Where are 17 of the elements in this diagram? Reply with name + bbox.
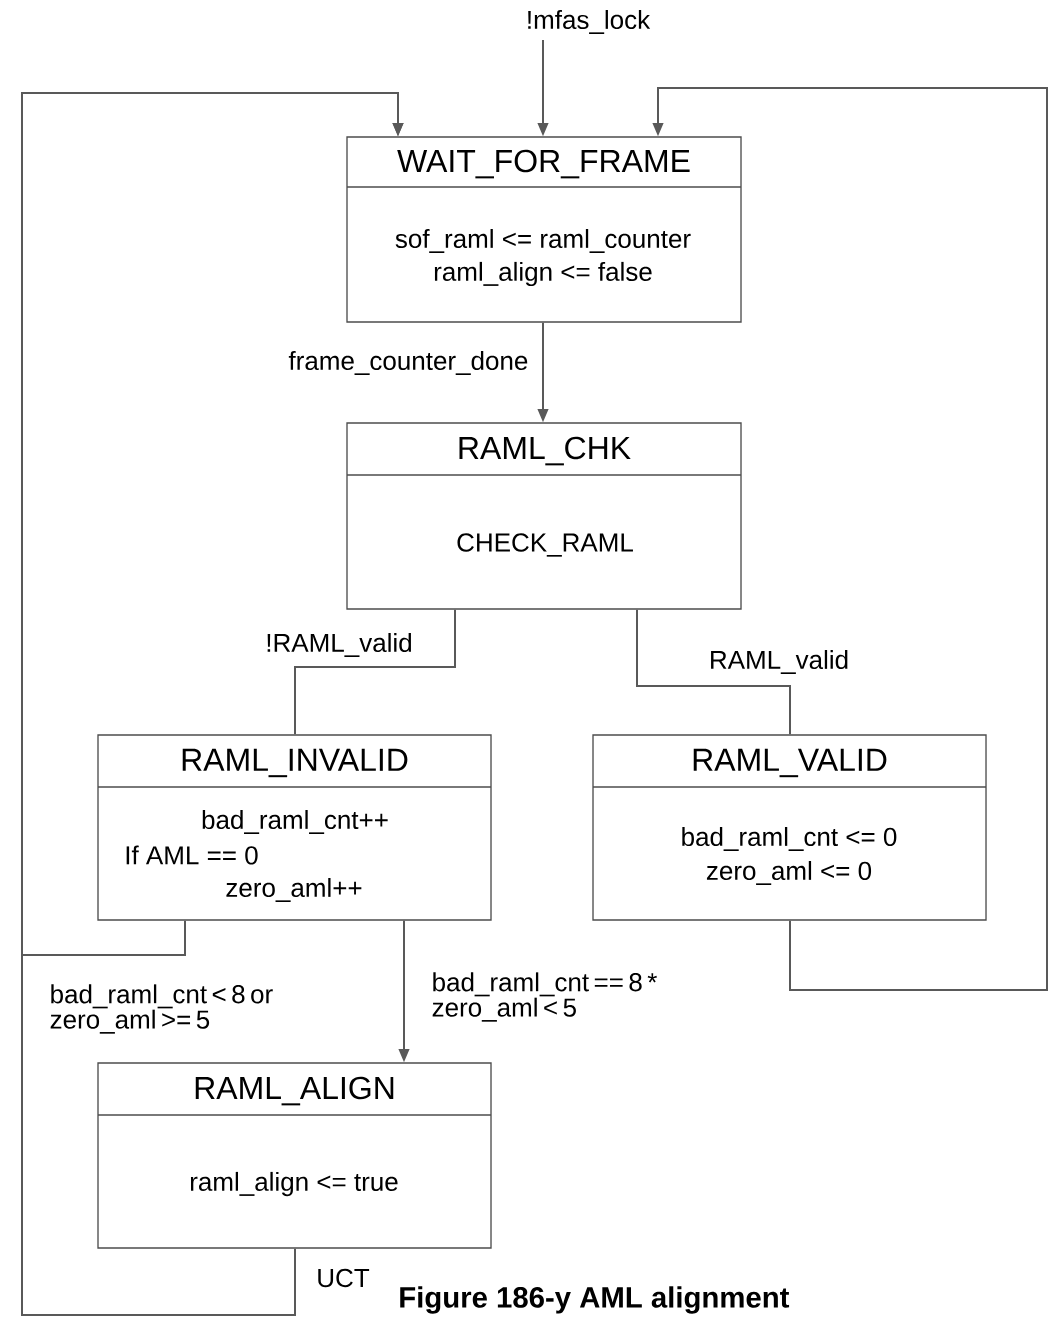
edge-label: UCT: [318, 1268, 370, 1288]
connector-line: [294, 608, 456, 736]
edge-label: frame_counter_done: [288, 351, 528, 375]
state-box: RAML_CHK CHECK_RAML: [346, 422, 742, 610]
figure-caption: Figure 186-y AML alignment: [400, 1286, 790, 1314]
edge-label: !RAML_valid: [267, 633, 411, 657]
edge-label: bad_raml_cnt < 8 or zero_aml >= 5: [50, 984, 273, 1034]
state-box: RAML_ALIGN raml_align <= true: [97, 1062, 492, 1249]
edge-label: RAML_valid: [711, 650, 848, 674]
edge-label: !mfas_lock: [528, 10, 651, 34]
edge-label: bad_raml_cnt == 8 * zero_aml < 5: [432, 972, 657, 1022]
state-box: WAIT_FOR_FRAME sof_raml <= raml_counter raml_align <= false: [346, 136, 742, 323]
arrow: [21, 92, 404, 1316]
state-box: RAML_INVALID bad_raml_cnt++ If AML == 0 zero_aml++: [97, 734, 492, 921]
state-box: RAML_VALID bad_raml_cnt <= 0 zero_aml <= 0: [592, 734, 987, 921]
arrow: [652, 87, 1048, 991]
connector-line: [636, 608, 791, 736]
